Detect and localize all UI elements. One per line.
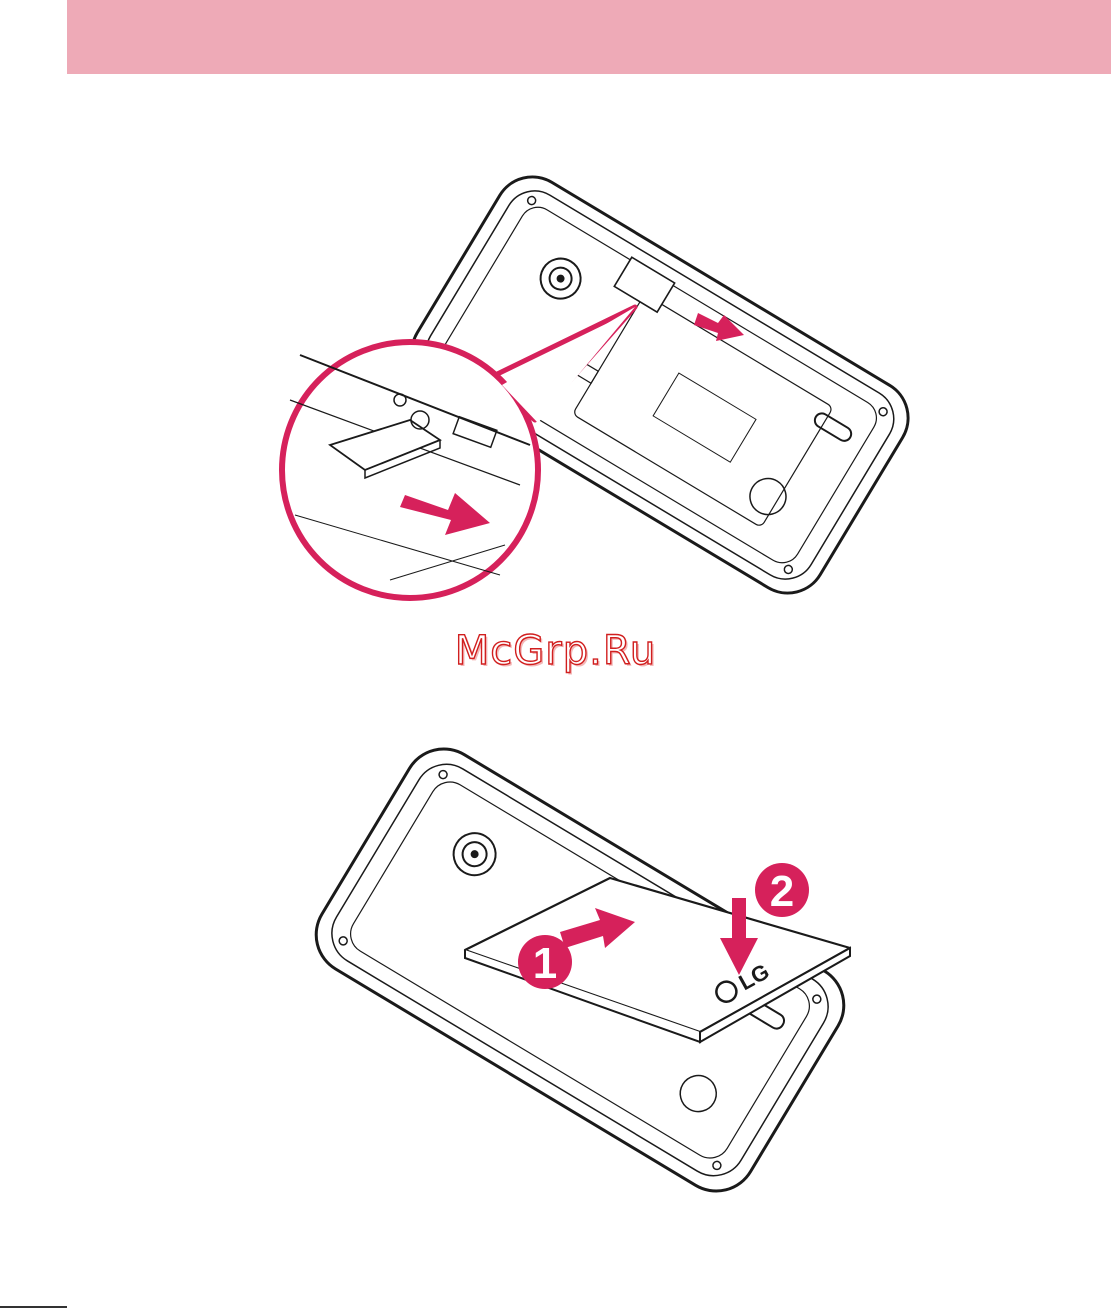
step-1-badge: 1 (518, 935, 572, 989)
footer-rule (0, 1306, 67, 1308)
svg-text:2: 2 (770, 867, 794, 916)
chapter-header-band (67, 0, 1111, 74)
sim-insert-illustration (270, 195, 910, 615)
watermark-text: McGrp.Ru (0, 628, 1111, 674)
svg-text:1: 1 (533, 939, 557, 988)
battery-insert-illustration: LG 1 2 (270, 770, 910, 1170)
step-2-badge: 2 (755, 863, 809, 917)
